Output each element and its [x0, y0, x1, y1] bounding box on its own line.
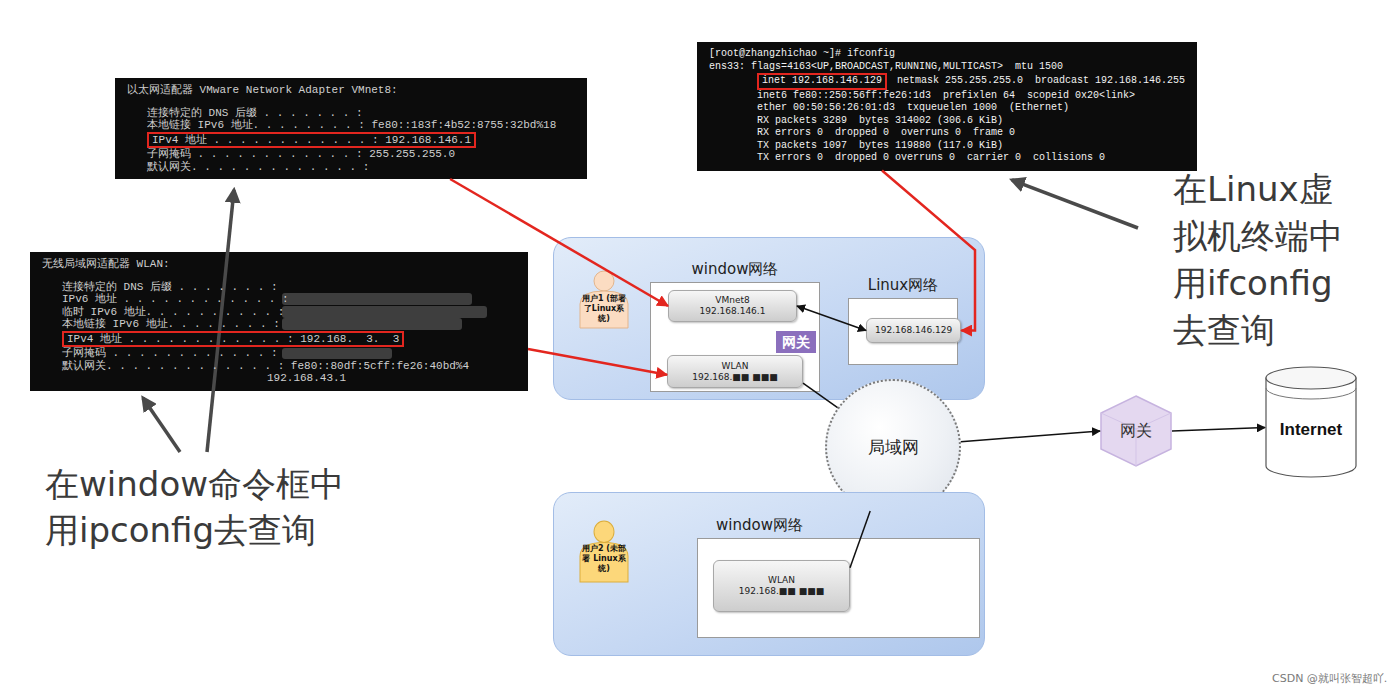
connector-arrow	[1172, 428, 1265, 431]
node-label: 局域网	[868, 436, 919, 459]
adapter-name: WLAN	[768, 575, 795, 586]
terminal-line: netmask 255.255.255.0 broadcast 192.168.…	[897, 75, 1185, 88]
user-icon: 用户1 (部署了Linux系统)	[576, 270, 632, 328]
terminal-line: [root@zhangzhichao ~]# ifconfig	[709, 48, 1185, 61]
node-label: 网关	[782, 333, 810, 351]
cylinder-top	[1266, 367, 1356, 389]
user-icon: 用户2 (未部署 Linux系统)	[576, 520, 632, 582]
ip-address: 192.168.■■ ■■■	[692, 372, 777, 383]
terminal-line: IPv4 地址 . . . . . . . . . . . . : 192.16…	[147, 132, 476, 149]
ip-box: 192.168.146.129	[866, 318, 961, 343]
adapter-box: VMnet8192.168.146.1	[668, 290, 797, 322]
leader-arrow	[1012, 180, 1138, 228]
hexagon-outline	[1101, 396, 1171, 466]
terminal-line: ether 00:50:56:26:01:d3 txqueuelen 1000 …	[757, 102, 1185, 115]
leader-arrow	[143, 398, 180, 452]
terminal-line: TX packets 1097 bytes 119880 (117.0 KiB)	[757, 140, 1185, 153]
network-box: window网络WLAN192.168.■■ ■■■	[697, 538, 980, 638]
leader-arrow	[207, 190, 234, 452]
network-heading: window网络	[716, 516, 803, 534]
caption-text: 在window命令框中用ipconfig去查询	[45, 462, 345, 554]
terminal-line: TX errors 0 dropped 0 overruns 0 carrier…	[757, 152, 1185, 165]
connector-line	[850, 511, 870, 568]
adapter-name: WLAN	[721, 361, 748, 372]
terminal-screenshot: 以太网适配器 VMware Network Adapter VMnet8: 连接特…	[115, 78, 587, 179]
connector-arrow	[882, 171, 975, 331]
network-box: Linux网络192.168.146.129	[848, 298, 958, 365]
node-label: 用户2 (未部署 Linux系统)	[576, 520, 632, 582]
ip-address: 192.168.■■ ■■■	[739, 586, 824, 597]
cylinder-body	[1266, 378, 1356, 477]
adapter-box: WLAN192.168.■■ ■■■	[713, 560, 850, 612]
terminal-line: inet 192.168.146.129	[757, 73, 887, 90]
terminal-screenshot: [root@zhangzhichao ~]# ifconfigens33: fl…	[697, 42, 1197, 171]
terminal-line: 子网掩码 . . . . . . . . . . . . :	[62, 347, 516, 360]
network-heading: window网络	[692, 260, 779, 278]
caption-text: 在Linux虚拟机终端中用ifconfig去查询	[1173, 166, 1358, 354]
network-heading: Linux网络	[868, 276, 938, 294]
adapter-name: VMnet8	[715, 295, 749, 306]
watermark: CSDN @就叫张智超吖.	[1272, 672, 1397, 685]
gateway-tag: 网关	[776, 331, 816, 353]
terminal-line: 192.168.43.1	[267, 372, 516, 385]
connector-line	[803, 383, 838, 408]
terminal-line: 无线局域网适配器 WLAN:	[42, 258, 516, 271]
connector-arrow	[961, 431, 1100, 442]
terminal-line: 连接特定的 DNS 后缀 . . . . . . . :	[147, 107, 575, 120]
connector-arrow	[797, 306, 866, 331]
terminal-line: 本地链接 IPv6 地址. . . . . . . . : fe80::183f…	[147, 119, 575, 132]
blur-patch	[282, 293, 472, 305]
terminal-line: RX errors 0 dropped 0 overruns 0 frame 0	[757, 127, 1185, 140]
terminal-line: ens33: flags=4163<UP,BROADCAST,RUNNING,M…	[709, 61, 1185, 74]
ip-address: 192.168.146.1	[700, 306, 766, 317]
person-head	[594, 521, 614, 542]
terminal-line: 本地链接 IPv6 地址. . . . . . . . :	[62, 318, 516, 331]
blur-patch	[282, 306, 487, 318]
terminal-line: 默认网关. . . . . . . . . . . . . :	[147, 161, 575, 174]
terminal-line: 以太网适配器 VMware Network Adapter VMnet8:	[127, 84, 575, 97]
connector-arrow	[450, 179, 668, 306]
node-label: 用户1 (部署了Linux系统)	[576, 270, 632, 328]
network-box: window网络VMnet8192.168.146.1网关WLAN192.168…	[650, 282, 820, 392]
ip-address: 192.168.146.129	[875, 325, 952, 336]
terminal-line: 默认网关. . . . . . . . . . . . . : fe80::80…	[62, 360, 516, 373]
terminal-line: 子网掩码 . . . . . . . . . . . . : 255.255.2…	[147, 148, 575, 161]
network-region: 用户2 (未部署 Linux系统)window网络WLAN192.168.■■ …	[553, 492, 985, 656]
connector-arrow	[528, 349, 667, 375]
node-label: 网关	[1120, 421, 1152, 442]
terminal-line: 临时 IPv6 地址. . . . . . . . . . :	[62, 306, 516, 319]
cylinder-ring	[1266, 388, 1356, 399]
terminal-line: IPv6 地址 . . . . . . . . . . . . :	[62, 293, 516, 306]
terminal-line: RX packets 3289 bytes 314002 (306.6 KiB)	[757, 115, 1185, 128]
gateway-hexagon: 网关	[1100, 395, 1172, 467]
internet-cylinder: Internet	[1265, 366, 1357, 478]
blur-patch	[282, 348, 392, 359]
adapter-box: WLAN192.168.■■ ■■■	[667, 355, 803, 388]
network-region: 用户1 (部署了Linux系统)window网络VMnet8192.168.14…	[553, 237, 985, 400]
terminal-screenshot: 无线局域网适配器 WLAN: 连接特定的 DNS 后缀 . . . . . . .…	[30, 252, 528, 391]
node-label: Internet	[1280, 420, 1342, 440]
blur-patch	[282, 318, 462, 330]
terminal-line: IPv4 地址 . . . . . . . . . . . . : 192.16…	[62, 331, 404, 348]
terminal-line: 连接特定的 DNS 后缀 . . . . . . . :	[62, 281, 516, 294]
terminal-line: inet6 fe80::250:56ff:fe26:1d3 prefixlen …	[757, 90, 1185, 103]
person-head	[594, 271, 614, 291]
